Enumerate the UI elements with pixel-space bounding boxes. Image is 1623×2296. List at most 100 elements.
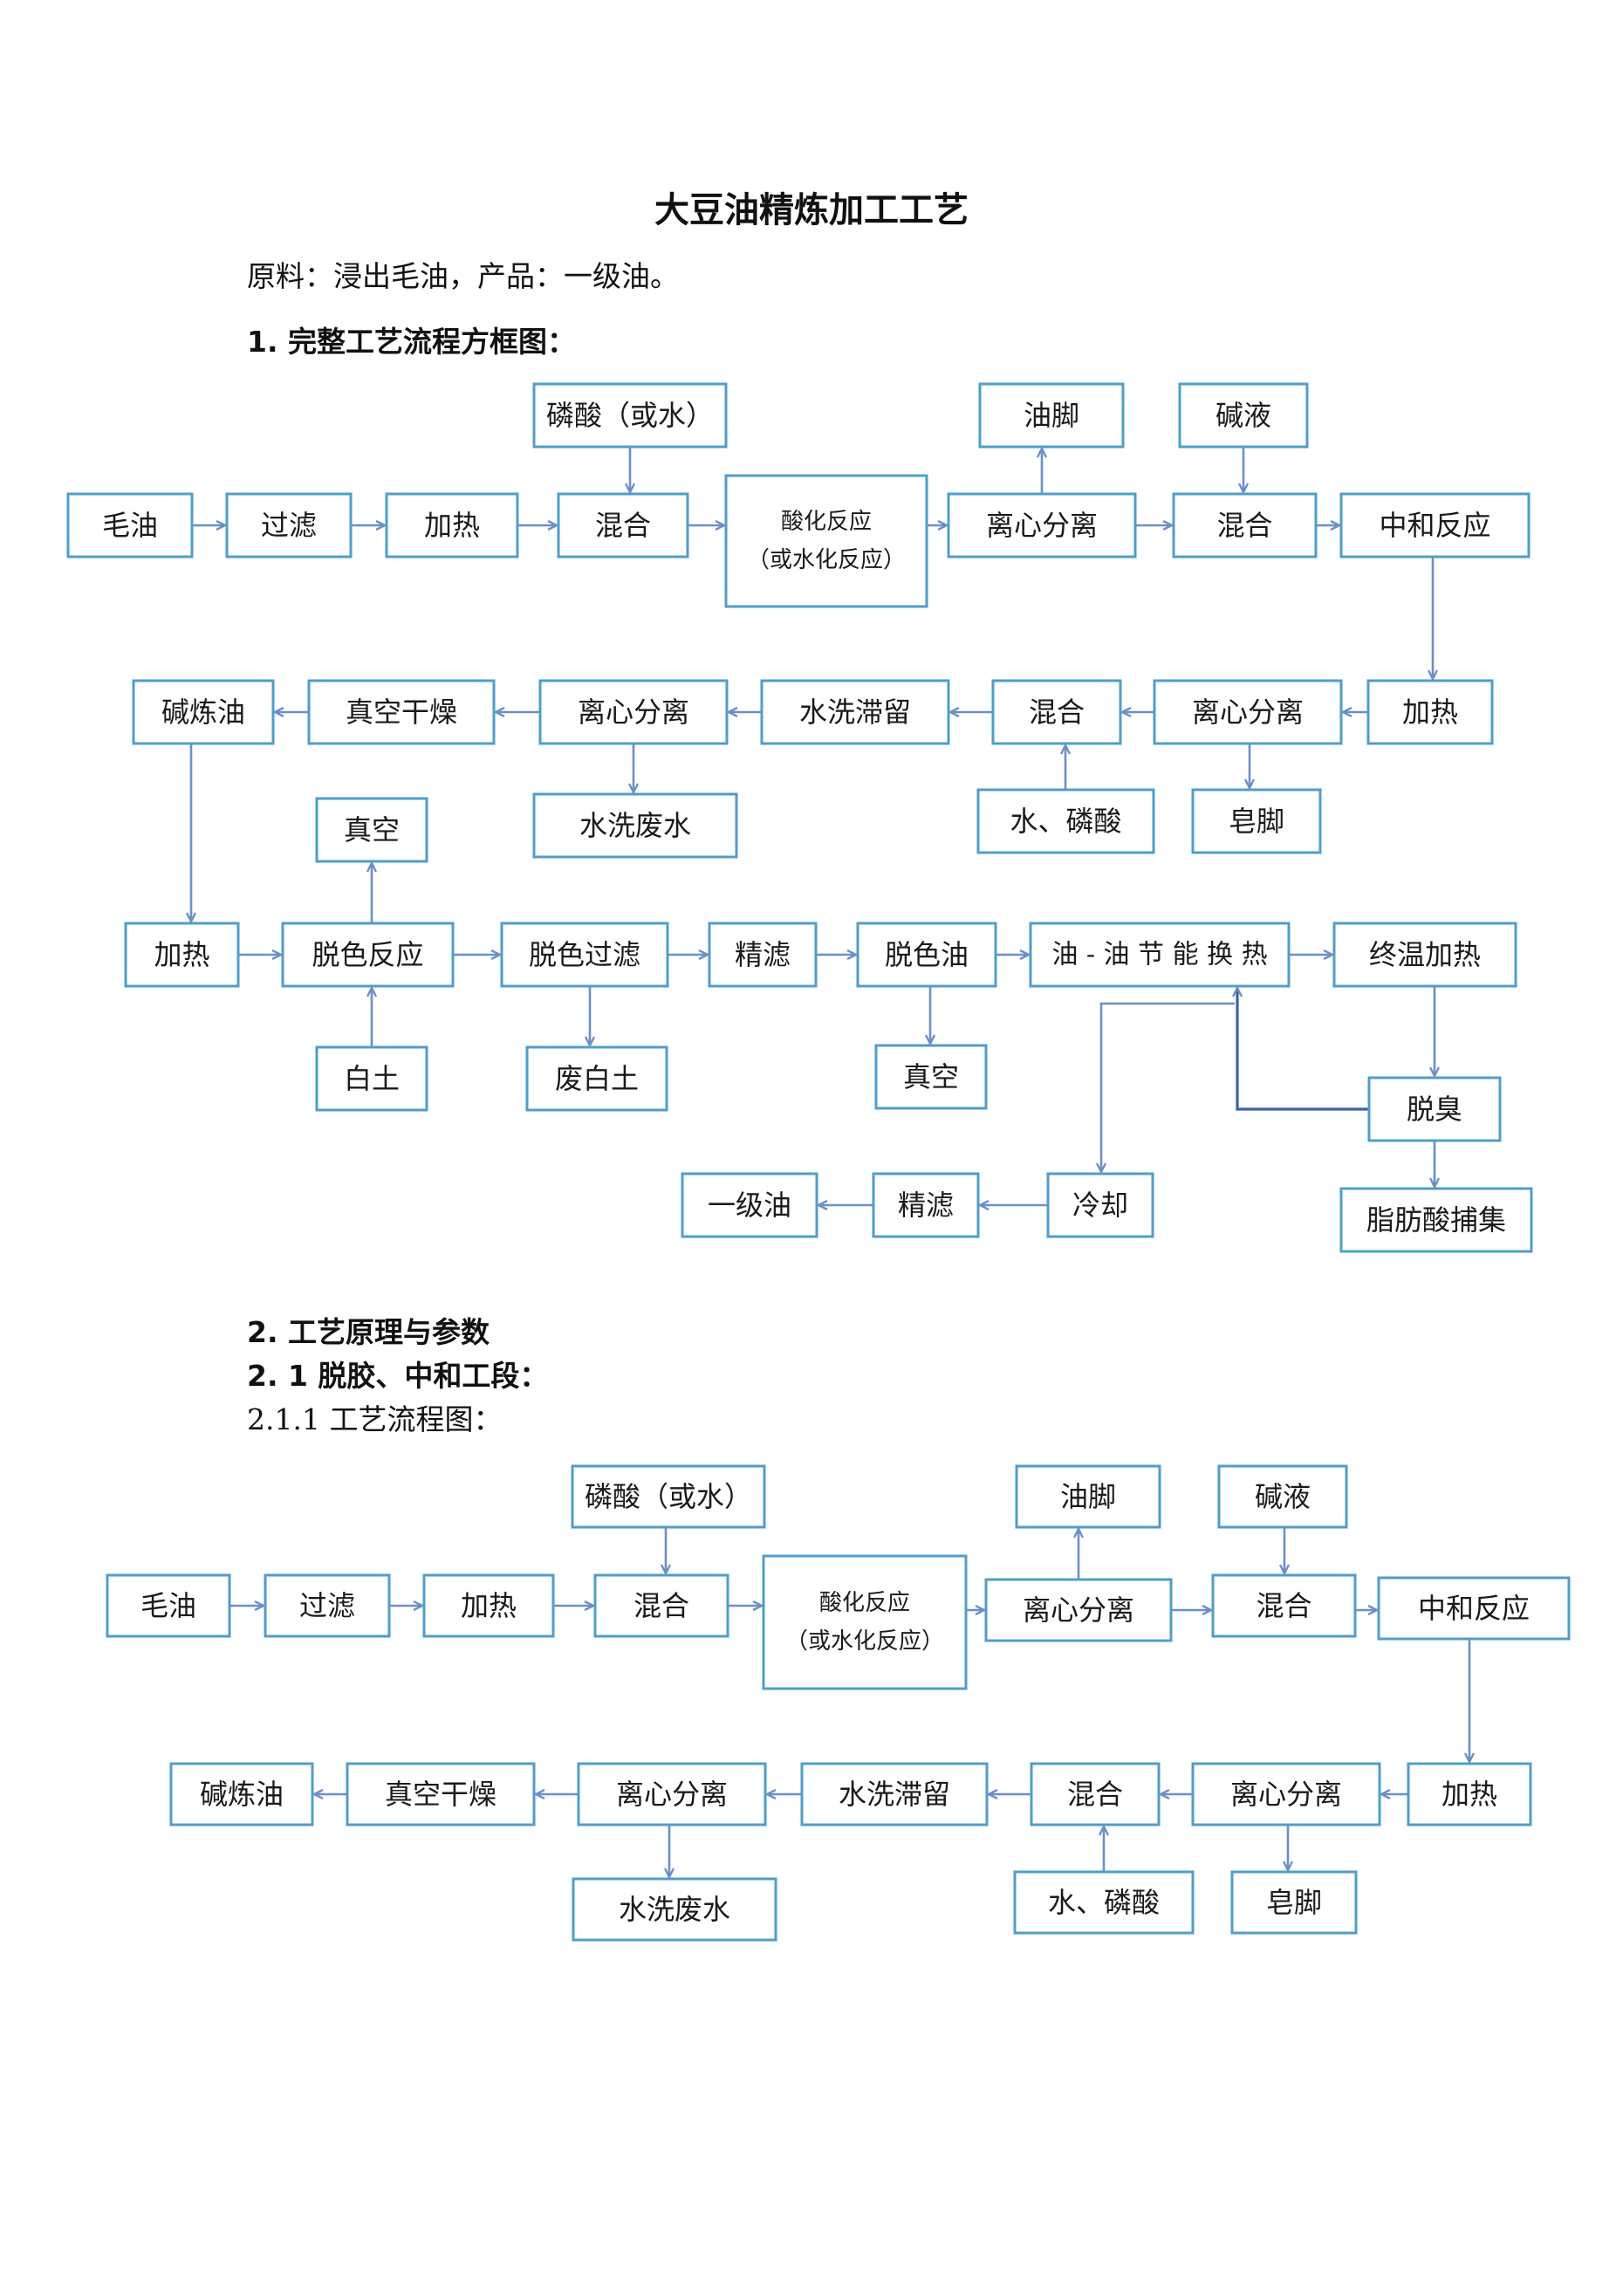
flow-box-n-shuixi: 水洗滞留 (800, 1762, 989, 1827)
flow-box-n-linsuan1: 磷酸（或水） (571, 1464, 766, 1529)
flow-box-label: 精滤 (898, 1189, 954, 1222)
flow-box-label: 加热 (424, 509, 480, 542)
flow-box-border (976, 788, 1155, 854)
flow-box-n-guolv: 过滤 (225, 492, 353, 559)
flow-box-border (1015, 1464, 1161, 1529)
flow-box-border (571, 1464, 766, 1529)
flow-box-label: 磷酸（或水） (546, 399, 714, 432)
flow-box-n-yijiyou: 一级油 (681, 1172, 818, 1238)
flow-box-border (264, 1573, 391, 1638)
flow-box-border (1013, 1870, 1195, 1935)
flow-box-label: 真空干燥 (346, 696, 457, 729)
flow-box-n-tuose-guolv: 脱色过滤 (500, 922, 669, 988)
flow-box-border (422, 1573, 555, 1638)
flow-box-border (1366, 679, 1494, 745)
flow-box-border (1046, 1172, 1154, 1238)
flow-box-n-zhonghe: 中和反应 (1339, 492, 1531, 559)
flow-box-n-hunhe2: 混合 (1172, 492, 1318, 559)
flow-box-border (1339, 1187, 1533, 1253)
flow-box-border (1339, 492, 1531, 559)
flow-box-border (762, 1554, 968, 1690)
flow-box-border (1230, 1870, 1358, 1935)
flow-box-n-huanre: 油 - 油 节 能 换 热 (1029, 922, 1291, 988)
flow-box-n-lixin3: 离心分离 (577, 1762, 767, 1827)
flow-box-n-hunhe3: 混合 (1030, 1762, 1161, 1827)
section-2-heading: 2. 工艺原理与参数 (247, 1315, 490, 1349)
flow-box-border (1217, 1464, 1348, 1529)
flow-box-n-suanhua-1: 酸化反应 （或水化反应） (724, 474, 928, 608)
flow-box-label: 离心分离 (986, 509, 1098, 542)
flow-box-n-tuochou: 脱臭 (1367, 1076, 1502, 1142)
flow-box-border (991, 679, 1122, 745)
flow-box-n-linsuan1: 磷酸（或水） (532, 382, 728, 449)
flow-box-border (724, 474, 928, 608)
flow-box-label: 冷却 (1072, 1189, 1128, 1222)
flow-box-label: 水、磷酸 (1010, 805, 1121, 838)
flow-box-n-lengque: 冷却 (1046, 1172, 1154, 1238)
flow-box-label: 离心分离 (578, 696, 689, 729)
flow-box-label: 水洗废水 (619, 1893, 730, 1926)
intro-text: 原料：浸出毛油，产品：一级油。 (247, 259, 679, 293)
flow-box-border (760, 679, 950, 745)
flow-arrow (1101, 1002, 1235, 1172)
full-process-flowchart: 毛油过滤加热磷酸（或水）混合酸化反应（或水化反应）油脚离心分离碱液混合中和反应加… (66, 382, 1533, 1253)
flow-box-n-zhenkong-ganzao: 真空干燥 (307, 679, 496, 745)
flow-box-n-shui-linsuan: 水、磷酸 (1013, 1870, 1195, 1935)
flow-box-label: 混合 (1029, 696, 1085, 729)
flow-box-label: 酸化反应 (819, 1590, 910, 1616)
flow-box-label: 加热 (154, 938, 209, 971)
flow-box-label: 水洗滞留 (839, 1778, 950, 1811)
flow-box-border (557, 492, 689, 559)
flow-box-label: 水、磷酸 (1048, 1886, 1160, 1919)
flow-box-label: （或水化反应） (747, 547, 906, 573)
flow-box-border (132, 679, 275, 745)
flow-box-border (315, 1045, 428, 1112)
flow-box-border (1191, 788, 1322, 854)
flow-box-n-shuixi-feishui: 水洗废水 (532, 792, 738, 859)
flow-box-label: 油脚 (1060, 1480, 1116, 1513)
flow-box-label: （或水化反应） (785, 1628, 944, 1655)
flow-box-label: 水洗滞留 (799, 696, 911, 729)
section-2-1-1-heading: 2.1.1 工艺流程图： (247, 1402, 503, 1436)
flow-box-border (572, 1877, 777, 1942)
flow-box-label: 混合 (1216, 509, 1272, 542)
flow-box-n-lixin3: 离心分离 (538, 679, 729, 745)
flow-box-border (577, 1762, 767, 1827)
flow-box-n-shuixi-feishui: 水洗废水 (572, 1877, 777, 1942)
flow-box-n-jiare1: 加热 (422, 1573, 555, 1638)
flow-box-label: 碱炼油 (161, 696, 245, 729)
flow-box-border (947, 492, 1137, 559)
flow-box-n-lixin1: 离心分离 (984, 1578, 1173, 1642)
flow-box-label: 混合 (633, 1589, 689, 1622)
flow-box-n-zaojiao: 皂脚 (1230, 1870, 1358, 1935)
flow-box-label: 一级油 (708, 1189, 791, 1222)
flow-box-n-jianlianyou: 碱炼油 (169, 1762, 314, 1827)
flow-box-n-hunhe1: 混合 (557, 492, 689, 559)
flow-box-label: 终温加热 (1369, 938, 1481, 971)
flow-box-label: 中和反应 (1379, 509, 1490, 542)
flow-box-n-jiare1: 加热 (385, 492, 519, 559)
section-2-1-heading: 2. 1 脱胶、中和工段： (247, 1359, 549, 1393)
flow-box-border (681, 1172, 818, 1238)
flow-box-label: 过滤 (299, 1589, 355, 1622)
flow-box-label: 过滤 (261, 509, 317, 542)
flow-box-border (1172, 492, 1318, 559)
flow-box-n-zhenkong1: 真空 (315, 797, 428, 863)
flow-box-label: 加热 (1402, 696, 1458, 729)
flow-box-label: 毛油 (102, 509, 158, 542)
flow-box-border (1153, 679, 1343, 745)
flow-box-n-jiare2: 加热 (1366, 679, 1494, 745)
flow-arrow (1237, 988, 1369, 1111)
flow-box-n-zhonghe: 中和反应 (1377, 1576, 1571, 1641)
flow-box-n-baitu: 白土 (315, 1045, 428, 1112)
flow-box-label: 脱色过滤 (529, 938, 640, 971)
flow-box-n-youjiao: 油脚 (978, 382, 1125, 449)
flow-box-n-hunhe2: 混合 (1211, 1573, 1357, 1638)
flow-box-border (800, 1762, 989, 1827)
flow-box-label: 酸化反应 (781, 509, 872, 535)
flow-box-border (385, 492, 519, 559)
flow-box-label: 白土 (344, 1062, 400, 1095)
flow-box-label: 脱色油 (885, 938, 969, 971)
flow-box-n-hunhe3: 混合 (991, 679, 1122, 745)
flow-box-border (1191, 1762, 1381, 1827)
